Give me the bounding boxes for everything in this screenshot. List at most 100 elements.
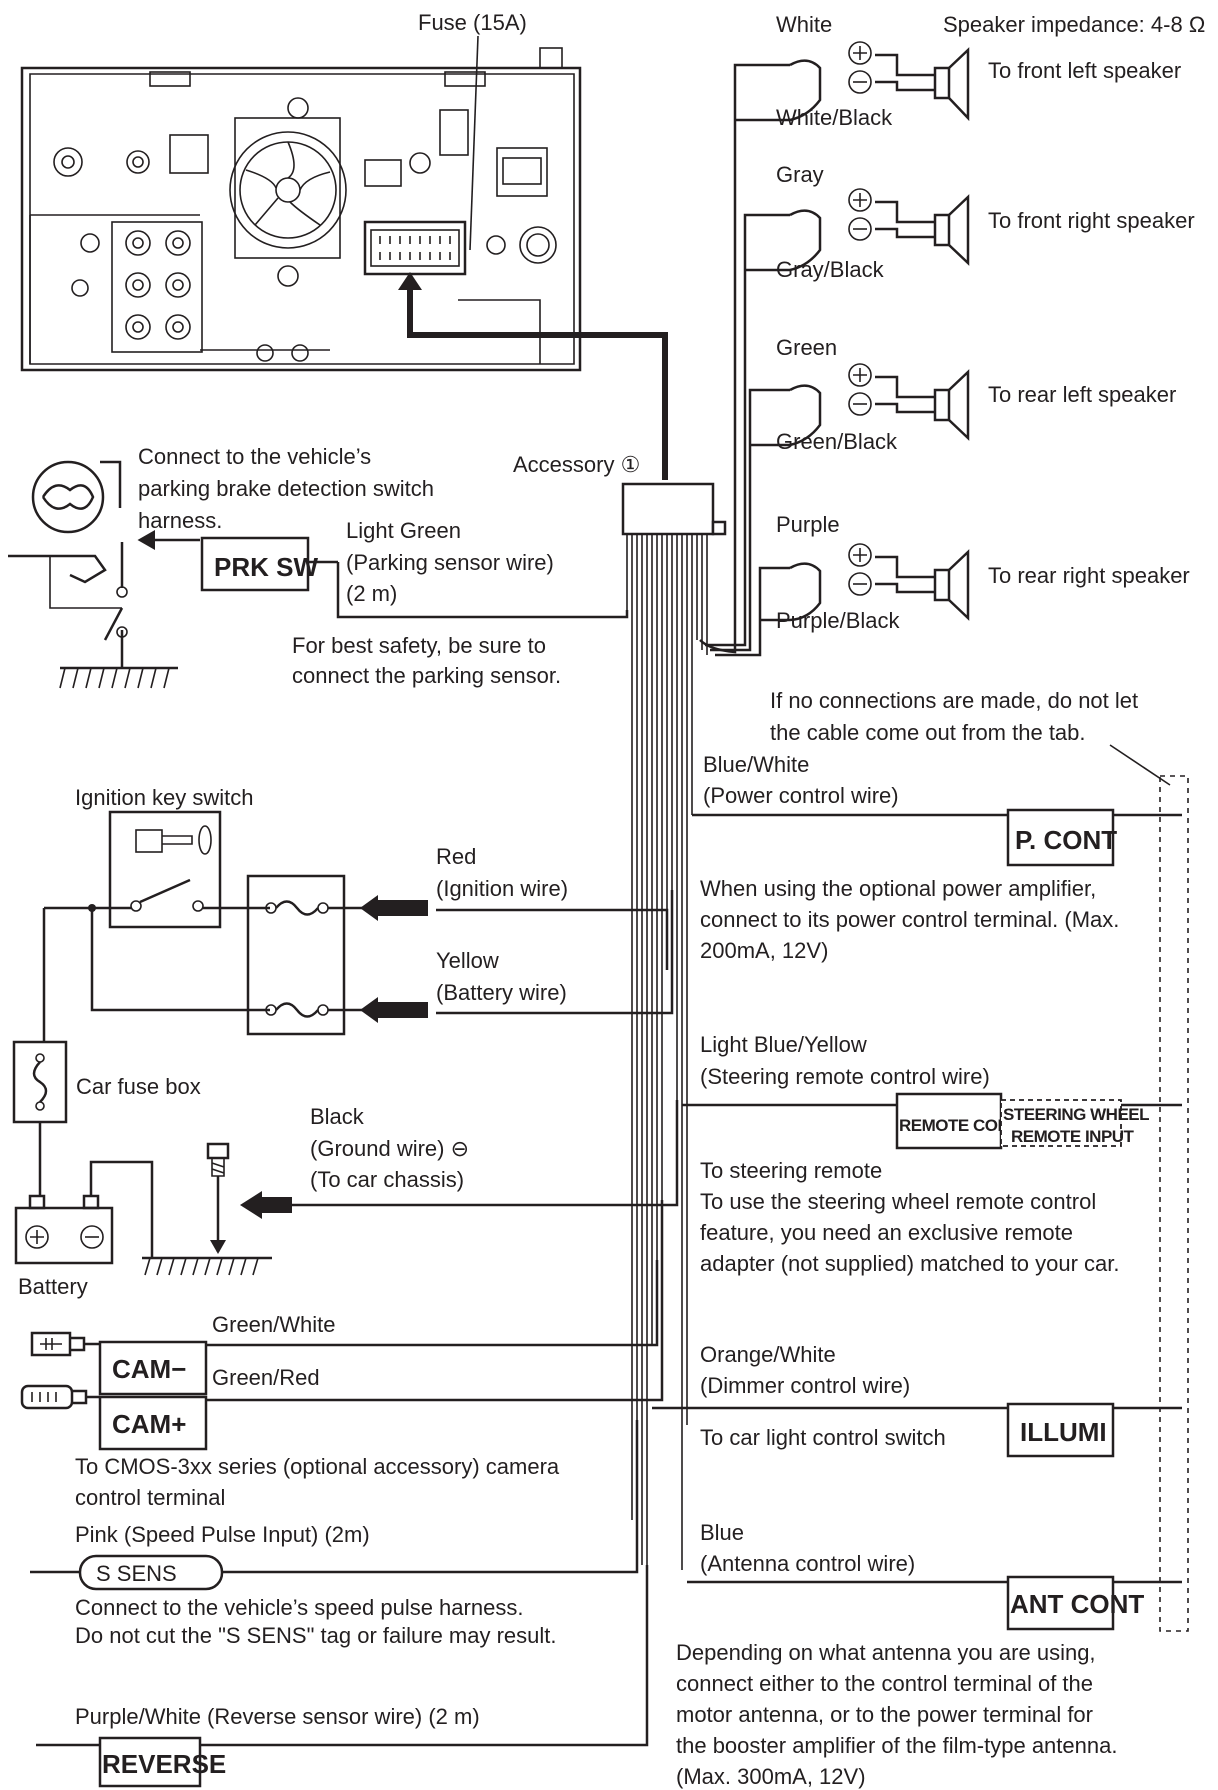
tab-note-line1: If no connections are made, do not let	[770, 688, 1138, 713]
pcont-tag-label: P. CONT	[1015, 825, 1117, 855]
pcont-note-line3: 200mA, 12V)	[700, 938, 828, 963]
fuse-label: Fuse (15A)	[418, 10, 527, 35]
wire-color-white-black: White/Black	[776, 105, 893, 130]
yellow-wire-desc: (Battery wire)	[436, 980, 567, 1005]
speed-note-line1: Connect to the vehicle’s speed pulse har…	[75, 1595, 523, 1620]
ant-cont-tag-label: ANT CONT	[1010, 1589, 1144, 1619]
pcont-tag	[1006, 808, 1115, 867]
rear-left-speaker-label: To rear left speaker	[988, 382, 1176, 407]
cable-tab-dotted	[1159, 775, 1189, 1632]
reverse-tag	[98, 1736, 202, 1788]
prk-sw-tag-label: PRK SW	[214, 552, 318, 582]
head-unit-rear-view	[20, 47, 582, 372]
camera-note-line1: To CMOS-3xx series (optional accessory) …	[75, 1454, 560, 1479]
main-harness-cable	[407, 290, 668, 480]
tab-note-line2: the cable come out from the tab.	[770, 720, 1086, 745]
ground-symbol	[142, 1256, 272, 1276]
parking-desc-line1: Connect to the vehicle’s	[138, 444, 371, 469]
wire-color-gray-black: Gray/Black	[776, 257, 885, 282]
ground-bolt-icon	[206, 1142, 230, 1254]
car-fuse-box-label: Car fuse box	[76, 1074, 201, 1099]
main-harness-connector-icon	[363, 220, 467, 276]
pcont-note-line2: connect to its power control terminal. (…	[700, 907, 1119, 932]
parking-desc-line3: harness.	[138, 508, 222, 533]
ignition-wire	[436, 908, 669, 970]
s-sens-tag	[78, 1554, 224, 1591]
remote-cont-tag-label: REMOTE CONT	[899, 1116, 1020, 1135]
parking-desc-line2: parking brake detection switch	[138, 476, 434, 501]
antenna-wire-color: Blue	[700, 1520, 744, 1545]
front-left-speaker-icon	[789, 41, 970, 122]
rear-right-speaker-icon	[789, 543, 970, 622]
steering-input-line2: REMOTE INPUT	[1011, 1127, 1135, 1146]
parking-wire-color: Light Green	[346, 518, 461, 543]
antenna-note-line2: connect either to the control terminal o…	[676, 1671, 1093, 1696]
antenna-note-line1: Depending on what antenna you are using,	[676, 1640, 1096, 1665]
antenna-note-line5: (Max. 300mA, 12V)	[676, 1764, 866, 1789]
yellow-wire-color: Yellow	[436, 948, 499, 973]
antenna-note-line3: motor antenna, or to the power terminal …	[676, 1702, 1093, 1727]
car-fuse-box-icon	[12, 1040, 68, 1124]
ground-wire	[290, 1100, 679, 1207]
cam-plus-tag	[98, 1395, 208, 1451]
wire-color-green-black: Green/Black	[776, 429, 898, 454]
wire-bundle	[626, 534, 708, 1745]
parking-safety-line2: connect the parking sensor.	[292, 663, 561, 688]
ignition-key-switch-label: Ignition key switch	[75, 785, 254, 810]
speed-note-line2: Do not cut the "S SENS" tag or failure m…	[75, 1623, 557, 1648]
ant-cont-tag	[1006, 1575, 1115, 1631]
cam-minus-plug-icon	[30, 1331, 100, 1357]
prk-sw-tag	[200, 536, 310, 592]
red-wire-desc: (Ignition wire)	[436, 876, 568, 901]
pcont-wire-color: Blue/White	[703, 752, 809, 777]
reverse-wire	[36, 1565, 649, 1747]
front-right-speaker-icon	[789, 188, 970, 272]
green-red-wire-color: Green/Red	[212, 1365, 320, 1390]
pcont-wire-desc: (Power control wire)	[703, 783, 899, 808]
reverse-tag-label: REVERSE	[102, 1749, 226, 1779]
harness-arrow	[398, 272, 422, 290]
pcont-note-line1: When using the optional power amplifier,	[700, 876, 1096, 901]
steering-note-line1: To steering remote	[700, 1158, 882, 1183]
wire-color-white: White	[776, 12, 832, 37]
steering-wire-desc: (Steering remote control wire)	[700, 1064, 990, 1089]
battery-icon	[14, 1194, 114, 1265]
speaker-wiring	[699, 63, 790, 657]
illumi-tag-label: ILLUMI	[1020, 1417, 1107, 1447]
reverse-wire-color: Purple/White (Reverse sensor wire) (2 m)	[75, 1704, 480, 1729]
fuse-block-icon	[246, 874, 346, 1036]
steering-input-line1: STEERING WHEEL	[1003, 1105, 1149, 1124]
car-chassis-desc: (To car chassis)	[310, 1167, 464, 1192]
cam-plus-tag-label: CAM+	[112, 1409, 186, 1439]
wire-color-purple: Purple	[776, 512, 840, 537]
camera-note-line2: control terminal	[75, 1485, 225, 1510]
illumi-wire-color: Orange/White	[700, 1342, 836, 1367]
cam-minus-wire	[206, 1260, 659, 1347]
parking-wire-length: (2 m)	[346, 581, 397, 606]
parking-wire-desc: (Parking sensor wire)	[346, 550, 554, 575]
front-right-speaker-label: To front right speaker	[988, 208, 1195, 233]
steering-wheel-input-tag	[1000, 1099, 1122, 1147]
wire-color-purple-black: Purple/Black	[776, 608, 901, 633]
parking-safety-line1: For best safety, be sure to	[292, 633, 546, 658]
black-wire-color: Black	[310, 1104, 365, 1129]
antenna-wire-desc: (Antenna control wire)	[700, 1551, 915, 1576]
steering-wire-color: Light Blue/Yellow	[700, 1032, 867, 1057]
illumi-wire-desc: (Dimmer control wire)	[700, 1373, 910, 1398]
rca-jacks-icon	[111, 221, 203, 353]
parking-brake-icon	[8, 460, 178, 689]
rear-right-speaker-label: To rear right speaker	[988, 563, 1190, 588]
steering-note-line3: feature, you need an exclusive remote	[700, 1220, 1073, 1245]
speed-wire-color: Pink (Speed Pulse Input) (2m)	[75, 1522, 370, 1547]
red-wire-color: Red	[436, 844, 476, 869]
steering-note-line4: adapter (not supplied) matched to your c…	[700, 1251, 1119, 1276]
cooling-fan-icon	[229, 131, 347, 249]
speaker-impedance-label: Speaker impedance: 4-8 Ω	[943, 12, 1205, 37]
s-sens-tag-label: S SENS	[96, 1561, 177, 1586]
wire-color-gray: Gray	[776, 162, 824, 187]
cam-minus-tag-label: CAM−	[112, 1354, 186, 1384]
battery-label: Battery	[18, 1274, 88, 1299]
battery-wire	[436, 890, 674, 1015]
front-left-speaker-label: To front left speaker	[988, 58, 1181, 83]
